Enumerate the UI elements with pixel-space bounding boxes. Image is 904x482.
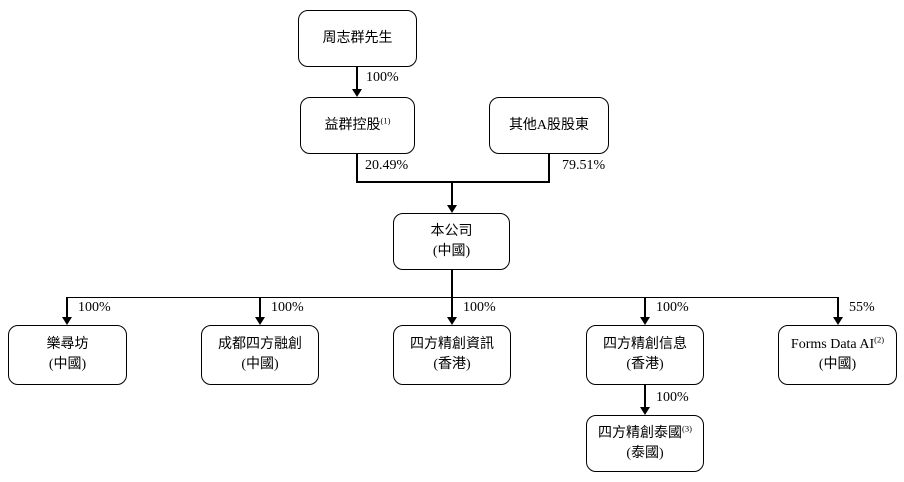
node-name: 四方精創信息 xyxy=(603,337,687,353)
edge-label-company-lexunfang: 100% xyxy=(78,300,111,315)
node-name: 周志群先生 xyxy=(322,30,393,46)
connector-to-xinxi-hk xyxy=(644,297,646,317)
node-region: (中國) xyxy=(818,357,857,372)
footnote-marker: (2) xyxy=(874,334,885,345)
node-other-a-shareholders: 其他A股股東 xyxy=(489,97,609,154)
node-forms-data-ai: Forms Data AI(2) (中國) xyxy=(778,325,897,385)
node-name: 四方精創泰國(3) xyxy=(598,423,692,441)
node-name: 其他A股股東 xyxy=(508,117,590,133)
connector-other-a-down xyxy=(548,154,550,183)
edge-label-xinxi-thailand: 100% xyxy=(656,390,689,405)
node-name: 四方精創資訊 xyxy=(410,337,494,353)
connector-to-zixun-hk xyxy=(451,297,453,317)
connector-to-company xyxy=(451,182,453,205)
arrowhead-down-icon xyxy=(62,317,72,325)
edge-label-yiqun-company: 20.49% xyxy=(365,158,409,173)
node-sifang-xinxi-hk: 四方精創信息 (香港) xyxy=(586,325,704,385)
arrowhead-down-icon xyxy=(352,89,362,97)
edge-label-company-chengdu: 100% xyxy=(271,300,304,315)
arrowhead-down-icon xyxy=(833,317,843,325)
arrowhead-down-icon xyxy=(640,407,650,415)
connector-company-down xyxy=(451,270,453,297)
node-region: (香港) xyxy=(626,357,664,372)
arrowhead-down-icon xyxy=(447,205,457,213)
node-name: 成都四方融創 xyxy=(218,337,302,353)
edge-label-company-zixun: 100% xyxy=(463,300,496,315)
footnote-marker: (1) xyxy=(380,115,391,126)
arrowhead-down-icon xyxy=(255,317,265,325)
node-region: (中國) xyxy=(241,357,279,372)
connector-yiqun-down xyxy=(356,154,358,183)
node-region: (中國) xyxy=(48,357,87,372)
node-chengdu-sifang: 成都四方融創 (中國) xyxy=(201,325,319,385)
node-region: (香港) xyxy=(433,357,471,372)
edge-label-company-forms-data: 55% xyxy=(849,300,875,315)
footnote-marker: (3) xyxy=(682,423,692,434)
node-name: 樂尋坊 xyxy=(46,337,89,353)
node-region: (中國) xyxy=(432,243,471,259)
edge-label-other-a-company: 79.51% xyxy=(562,158,606,173)
node-company: 本公司 (中國) xyxy=(393,213,510,270)
node-region: (泰國) xyxy=(626,445,664,461)
node-name: 益群控股(1) xyxy=(324,115,391,133)
node-chairman: 周志群先生 xyxy=(298,10,417,67)
edge-label-company-xinxi: 100% xyxy=(656,300,689,315)
connector-to-lexunfang xyxy=(66,297,68,317)
node-sifang-thailand: 四方精創泰國(3) (泰國) xyxy=(586,415,704,472)
connector-merge-bar xyxy=(356,181,550,183)
node-sifang-zixun-hk: 四方精創資訊 (香港) xyxy=(393,325,511,385)
node-name: 本公司 xyxy=(430,223,473,239)
node-name: Forms Data AI(2) xyxy=(790,334,885,353)
arrowhead-down-icon xyxy=(447,317,457,325)
arrowhead-down-icon xyxy=(640,317,650,325)
connector-chairman-yiqun xyxy=(356,67,358,89)
edge-label-chairman-yiqun: 100% xyxy=(366,70,399,85)
connector-to-forms-data xyxy=(837,297,839,317)
connector-xinxi-thailand xyxy=(644,385,646,407)
connector-to-chengdu xyxy=(259,297,261,317)
node-yiqun-holdings: 益群控股(1) xyxy=(300,97,415,154)
node-lexunfang: 樂尋坊 (中國) xyxy=(8,325,127,385)
